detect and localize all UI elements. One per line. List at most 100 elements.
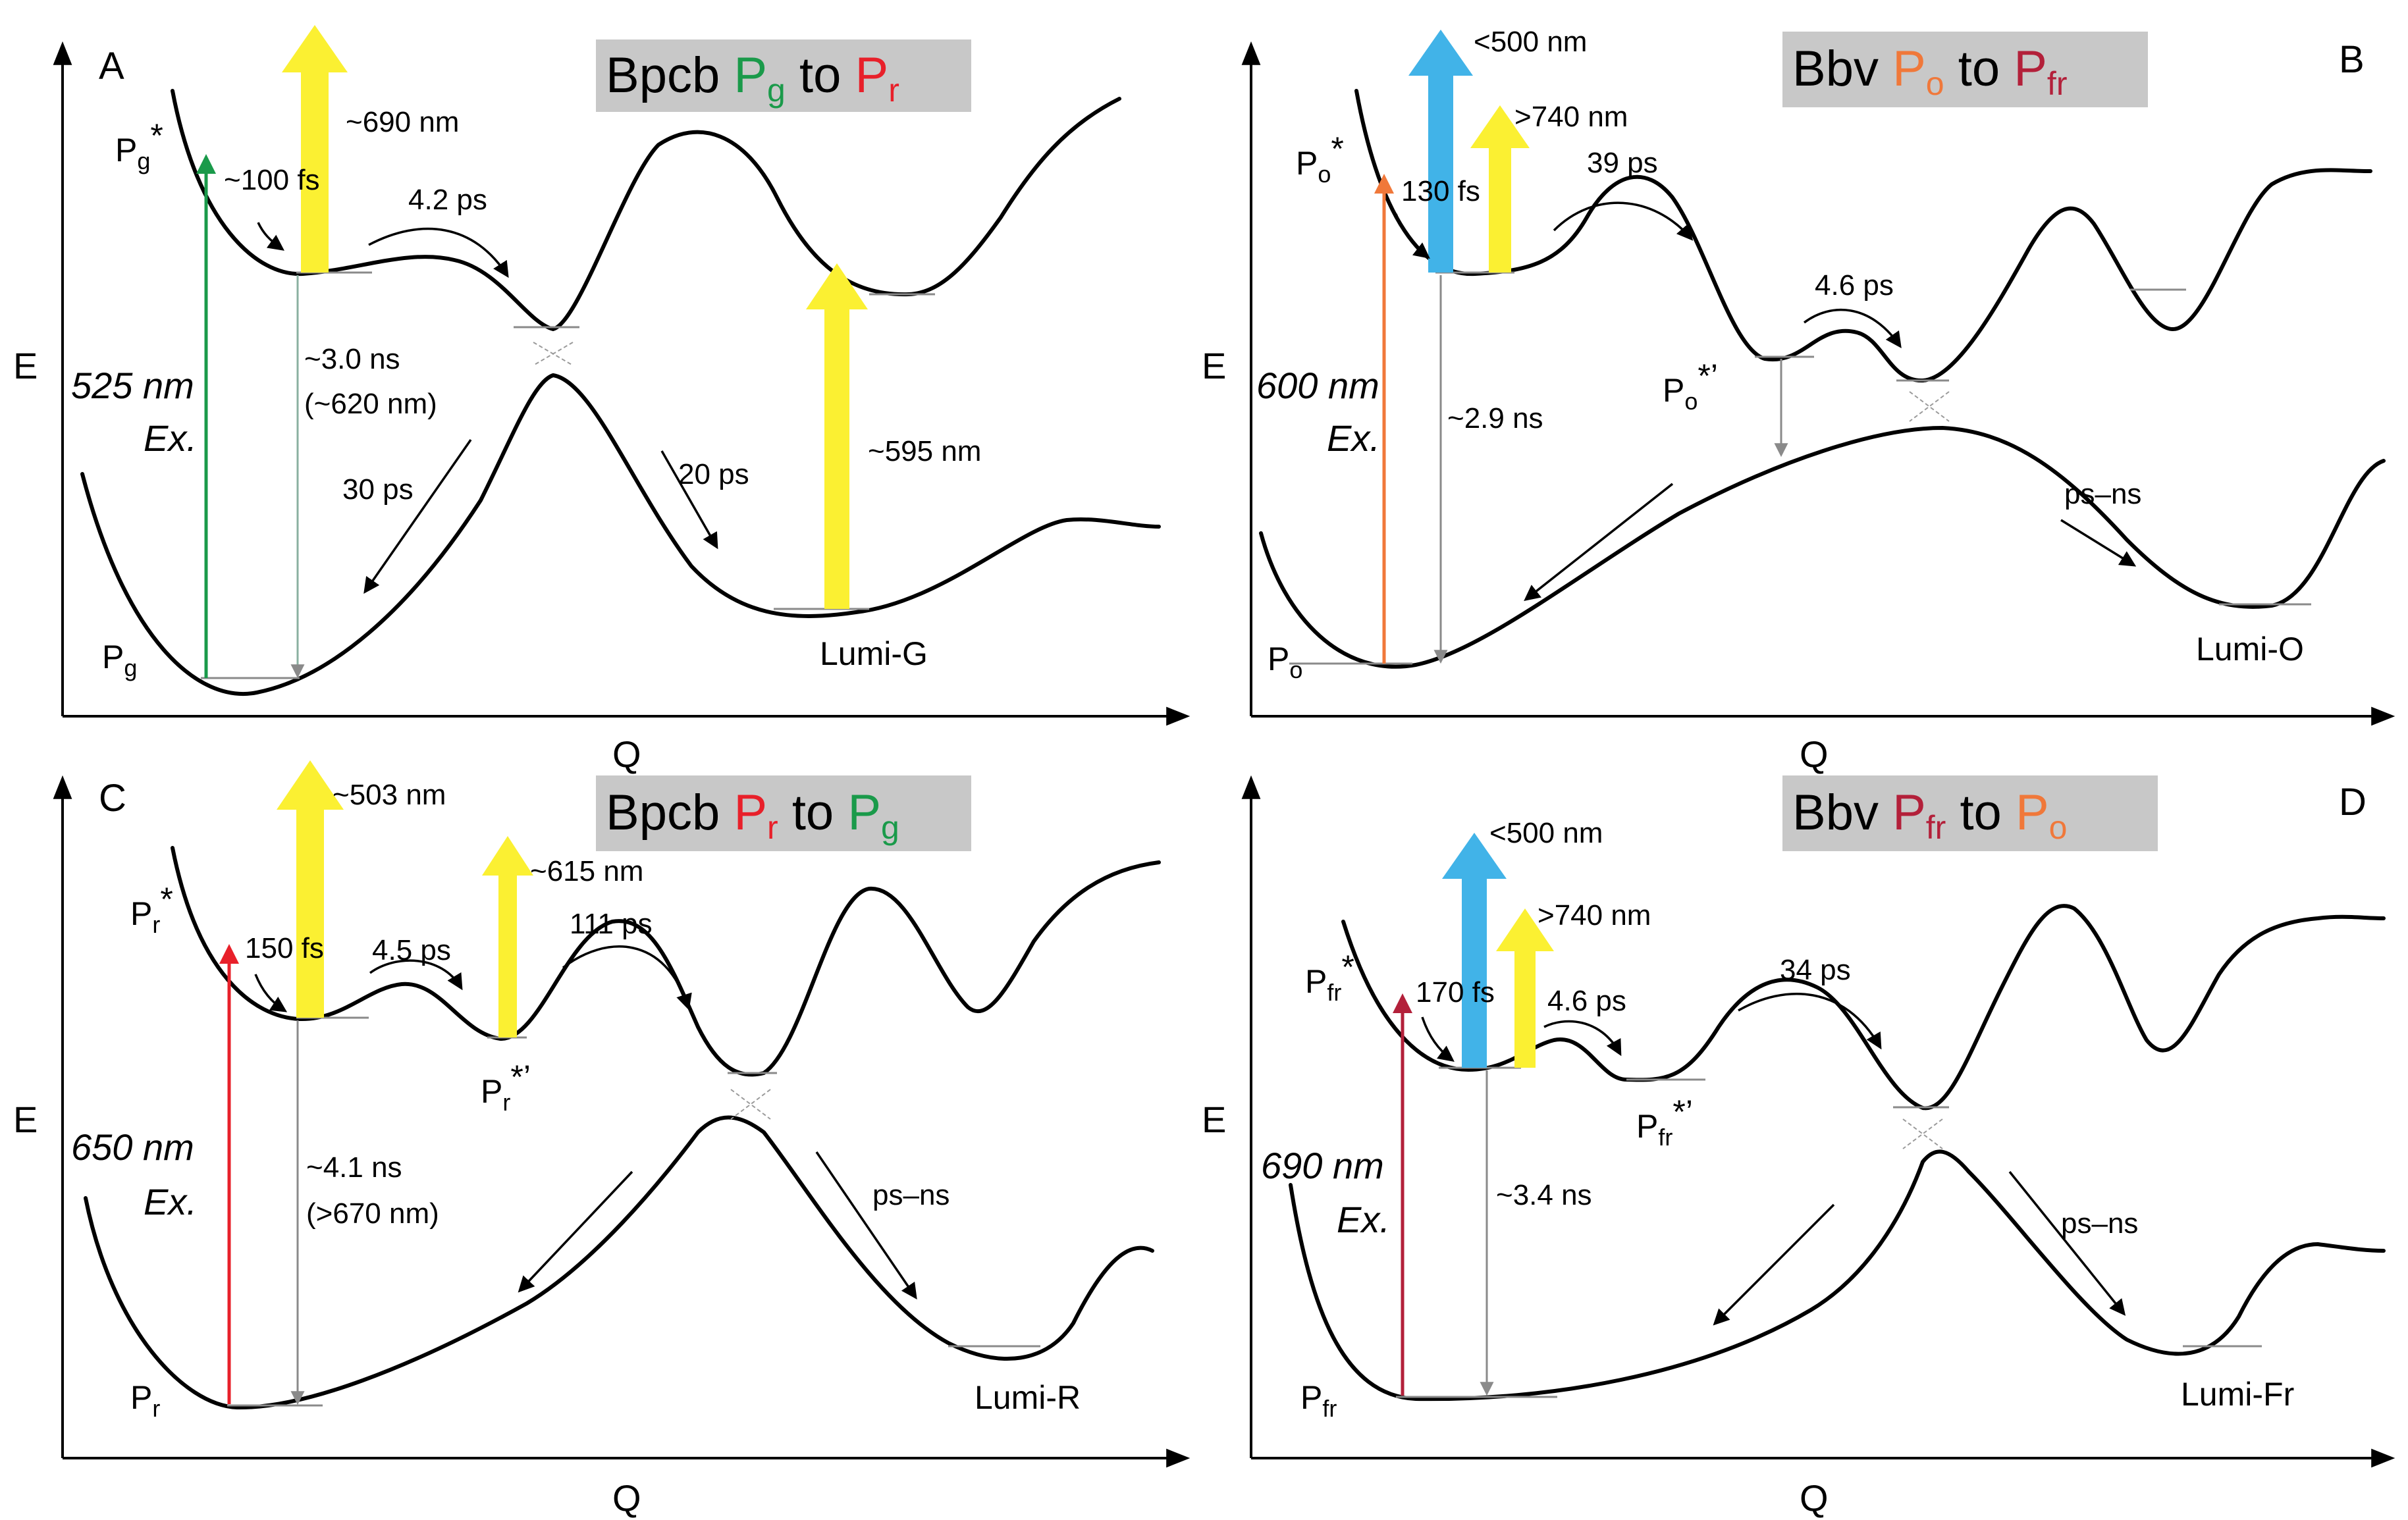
product-label: Lumi-Fr (2181, 1376, 2294, 1413)
ground-state-label: Pg (102, 639, 137, 681)
crossing-mark (533, 342, 574, 366)
time-constant: 130 fs (1401, 175, 1480, 207)
relaxation-arrow (2060, 519, 2137, 567)
ground-state-label: Pr (130, 1379, 160, 1422)
time-constant: 20 ps (678, 458, 749, 490)
emission-arrow-yellow (277, 760, 344, 1018)
title-box (596, 775, 971, 851)
excitation-wavelength: 690 nm (1261, 1145, 1384, 1186)
emission-wavelength: ~690 nm (346, 106, 459, 138)
emission-wavelength: ~595 nm (868, 435, 981, 467)
emission-arrow-yellow (482, 836, 533, 1037)
product-label: Lumi-O (2196, 631, 2304, 668)
time-constant: ~100 fs (224, 164, 320, 196)
emission-wavelength: >740 nm (1514, 101, 1628, 133)
relaxation-arrow (254, 974, 288, 1012)
emission-arrow-yellow (1496, 908, 1554, 1068)
time-constant: 4.6 ps (1547, 985, 1626, 1017)
relaxation-arrow (518, 1170, 633, 1293)
time-constant: 4.2 ps (408, 184, 487, 216)
axis-label-e: E (13, 345, 38, 386)
ground-state-curve (1259, 426, 2386, 669)
ground-state-label: Pfr (1300, 1379, 1337, 1422)
excitation-label: Ex. (1327, 417, 1380, 459)
axis-label-e: E (1202, 1099, 1226, 1140)
time-constant: 170 fs (1416, 976, 1495, 1009)
time-constant: 4.6 ps (1815, 269, 1894, 301)
transition-arrow (1543, 1020, 1622, 1057)
product-label: Lumi-R (975, 1379, 1081, 1416)
transition-arrow (1738, 993, 1882, 1050)
relaxation-arrow (363, 439, 472, 594)
relaxation-arrow (660, 450, 718, 550)
excitation-label: Ex. (144, 1181, 197, 1222)
panel-a: E Q A Bpcb Pg to Pr 525 nm Ex. ~3.0 ns (… (13, 25, 1191, 775)
emission-arrow-cyan (1442, 833, 1507, 1068)
transition-arrow (1803, 308, 1902, 349)
relaxation-arrow (1395, 213, 1430, 259)
excited-state-label: Pr* (130, 881, 173, 938)
crossing-mark (1902, 1118, 1943, 1149)
excited-state-curve (1341, 904, 2386, 1111)
fluorescence-wavelength: (>670 nm) (306, 1197, 439, 1230)
axis-label-e: E (1202, 345, 1226, 386)
intermediate-state-label: Pfr*’ (1636, 1093, 1693, 1151)
relaxation-arrow (1713, 1203, 1835, 1326)
emission-arrow-yellow (282, 25, 348, 273)
panel-c: E Q C Bpcb Pr to Pg 650 nm Ex. ~4.1 ns (… (13, 760, 1191, 1519)
relaxation-arrow (1524, 483, 1674, 602)
excitation-label: Ex. (1337, 1199, 1390, 1240)
time-constant: ps–ns (2061, 1207, 2138, 1240)
panel-d: E Q D Bbv Pfr to Po 690 nm Ex. ~3.4 ns <… (1202, 775, 2395, 1519)
excitation-wavelength: 650 nm (71, 1126, 194, 1168)
emission-arrow-yellow (1470, 105, 1530, 273)
fluorescence-lifetime: ~3.4 ns (1496, 1179, 1592, 1211)
emission-wavelength: ~615 nm (530, 855, 643, 887)
time-constant: 111 ps (570, 908, 653, 940)
ground-state-curve (80, 373, 1161, 696)
axis-label-q: Q (1800, 1477, 1829, 1519)
time-constant: 150 fs (245, 932, 324, 964)
axis-label-q: Q (612, 733, 641, 775)
relaxation-arrow (815, 1151, 917, 1300)
relaxation-arrow (257, 222, 284, 251)
time-constant: ps–ns (872, 1179, 950, 1211)
emission-wavelength: ~503 nm (333, 779, 446, 811)
relaxation-arrow (2008, 1170, 2126, 1316)
relaxation-arrow (1421, 1016, 1455, 1062)
crossing-mark (1902, 1118, 1943, 1149)
transition-arrow (1553, 201, 1694, 241)
axis-label-q: Q (1800, 733, 1829, 775)
excited-state-curve (171, 846, 1161, 1077)
time-constant: 39 ps (1587, 147, 1658, 179)
panel-title: Bbv Po to Pfr (1792, 41, 2067, 102)
time-constant: 34 ps (1780, 954, 1851, 986)
panel-letter: B (2339, 38, 2365, 81)
fluorescence-lifetime: ~2.9 ns (1447, 402, 1543, 434)
emission-wavelength: <500 nm (1474, 26, 1587, 58)
excitation-label: Ex. (144, 417, 197, 459)
axis-label-q: Q (612, 1477, 641, 1519)
excited-state-curve (1354, 89, 2372, 383)
intermediate-state-label: Po*’ (1663, 357, 1718, 415)
ground-state-curve (1289, 1149, 2386, 1402)
time-constant: 30 ps (342, 473, 414, 506)
excited-state-label: Pfr* (1305, 949, 1354, 1006)
emission-arrow-yellow (806, 263, 868, 609)
title-box (1782, 775, 2158, 851)
time-constant: ps–ns (2064, 478, 2141, 510)
emission-wavelength: <500 nm (1489, 817, 1603, 849)
crossing-mark (730, 1089, 771, 1120)
crossing-mark (1909, 391, 1950, 422)
panel-letter: A (99, 45, 124, 88)
fluorescence-lifetime: ~4.1 ns (306, 1151, 402, 1184)
ground-state-curve (84, 1115, 1154, 1410)
excitation-wavelength: 600 nm (1256, 365, 1379, 406)
emission-arrow-cyan (1408, 30, 1473, 273)
panel-b: E Q B Bbv Po to Pfr 600 nm Ex. ~2.9 ns <… (1202, 26, 2395, 775)
emission-wavelength: >740 nm (1538, 899, 1651, 931)
title-box (596, 39, 971, 112)
excitation-wavelength: 525 nm (71, 365, 194, 406)
axis-label-e: E (13, 1099, 38, 1140)
